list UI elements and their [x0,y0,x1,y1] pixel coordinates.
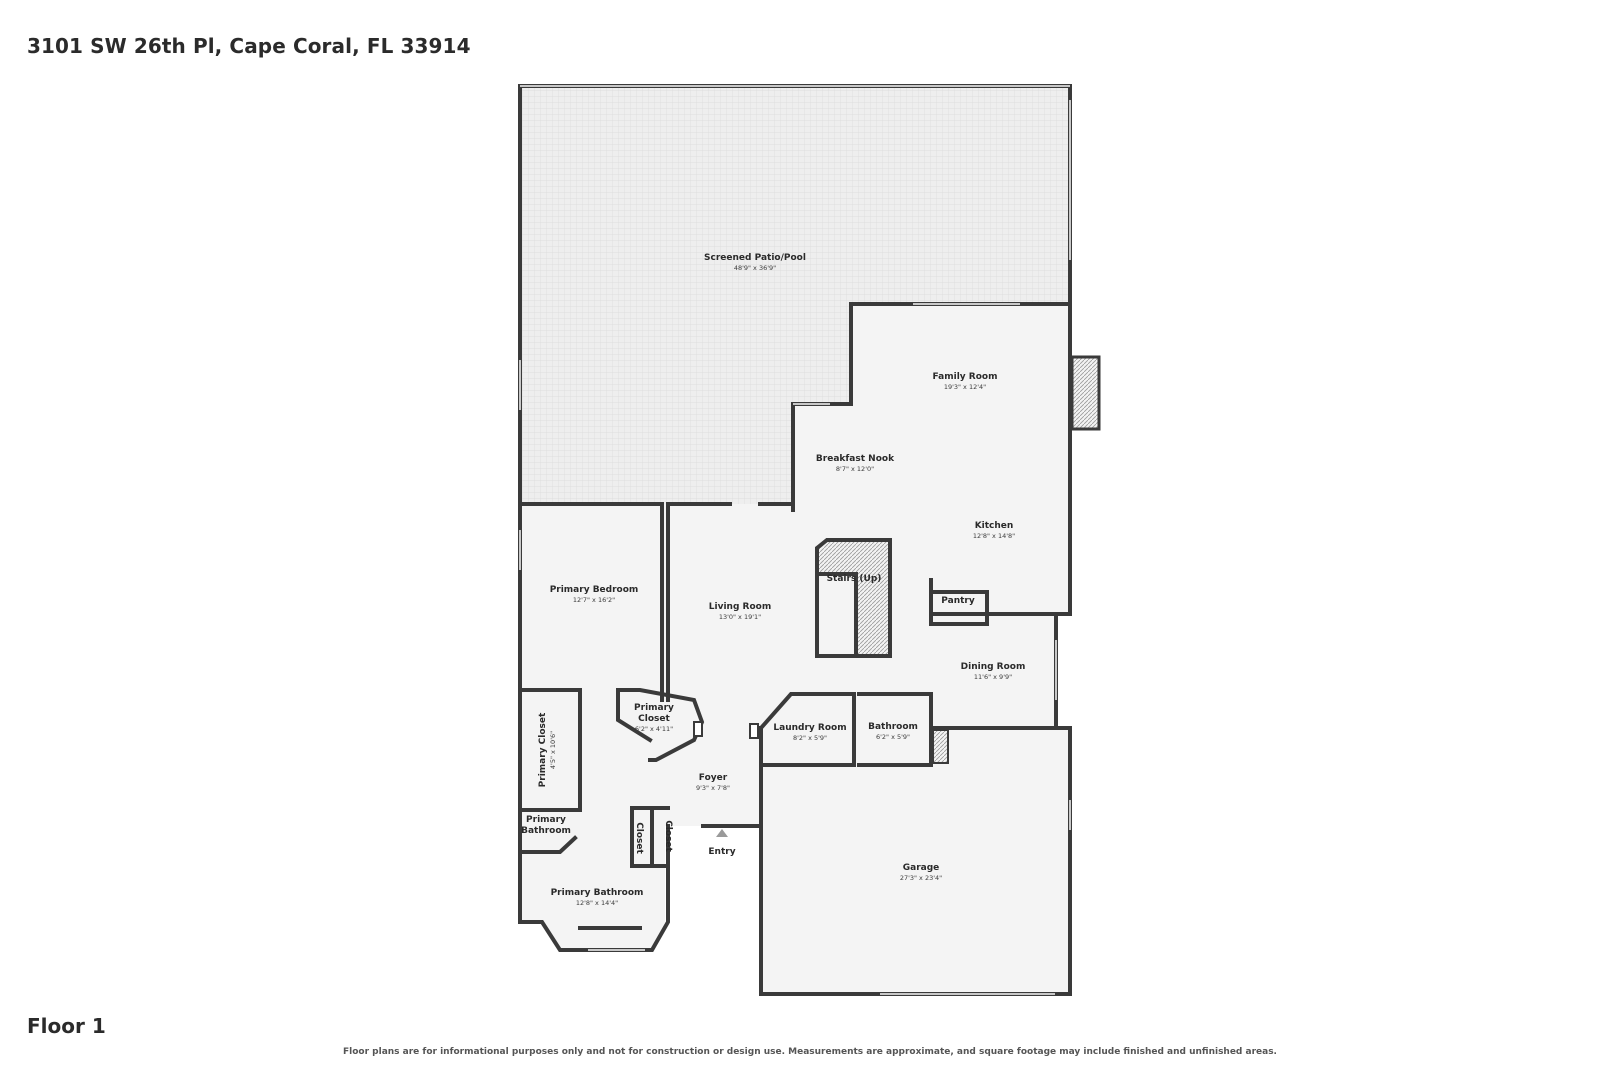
room-name: Screened Patio/Pool [704,253,806,263]
room-dims: 12'7" x 16'2" [573,596,615,604]
stairs [817,540,890,656]
room-dims: 8'2" x 5'9" [793,734,827,742]
room-name: Primary Closet [538,712,548,787]
fireplace [1070,355,1101,431]
room-dims: 12'8" x 14'8" [973,532,1015,540]
room-name: Closet [663,820,673,852]
room-dims: 48'9" x 36'9" [734,264,776,272]
room-name: Laundry Room [773,723,846,733]
property-address: 3101 SW 26th Pl, Cape Coral, FL 33914 [27,34,471,58]
room-dims: 11'6" x 9'9" [974,673,1012,681]
room-dims: 6'2" x 5'9" [876,733,910,741]
room-name: Bathroom [868,722,918,732]
room-name: Primary [634,703,674,713]
room-name: Bathroom [521,826,571,836]
room-name: Entry [708,847,735,857]
room-name: Stairs (Up) [827,574,882,584]
entry-arrow-icon [716,829,728,837]
room-dims: 19'3" x 12'4" [944,383,986,391]
room-dims: 4'5" x 10'6" [549,731,557,769]
room-name: Pantry [941,596,975,606]
room-name: Kitchen [975,521,1014,531]
shaft [932,729,949,764]
room-name: Primary Bedroom [550,585,639,595]
room-dims: 6'2" x 4'11" [635,725,673,733]
room-name: Family Room [933,372,998,382]
small-closet-box [693,721,703,737]
room-dims: 13'0" x 19'1" [719,613,761,621]
room-dims: 8'7" x 12'0" [836,465,874,473]
disclaimer-text: Floor plans are for informational purpos… [343,1047,1277,1057]
room-name: Primary Bathroom [551,888,644,898]
room-dims: 27'3" x 23'4" [900,874,942,882]
room-name: Breakfast Nook [816,454,895,464]
room-name: Foyer [699,773,728,783]
room-name: Garage [903,863,940,873]
room-name: Living Room [709,602,771,612]
floor-label: Floor 1 [27,1014,106,1038]
room-labels: Screened Patio/Pool 48'9" x 36'9" Family… [521,253,1025,907]
room-dims: 12'8" x 14'4" [576,899,618,907]
room-name: Closet [634,822,644,854]
room-name: Closet [638,714,670,724]
room-name: Primary [526,815,566,825]
room-name: Dining Room [961,662,1026,672]
room-dims: 9'3" x 7'8" [696,784,730,792]
house-floor [520,304,1070,994]
